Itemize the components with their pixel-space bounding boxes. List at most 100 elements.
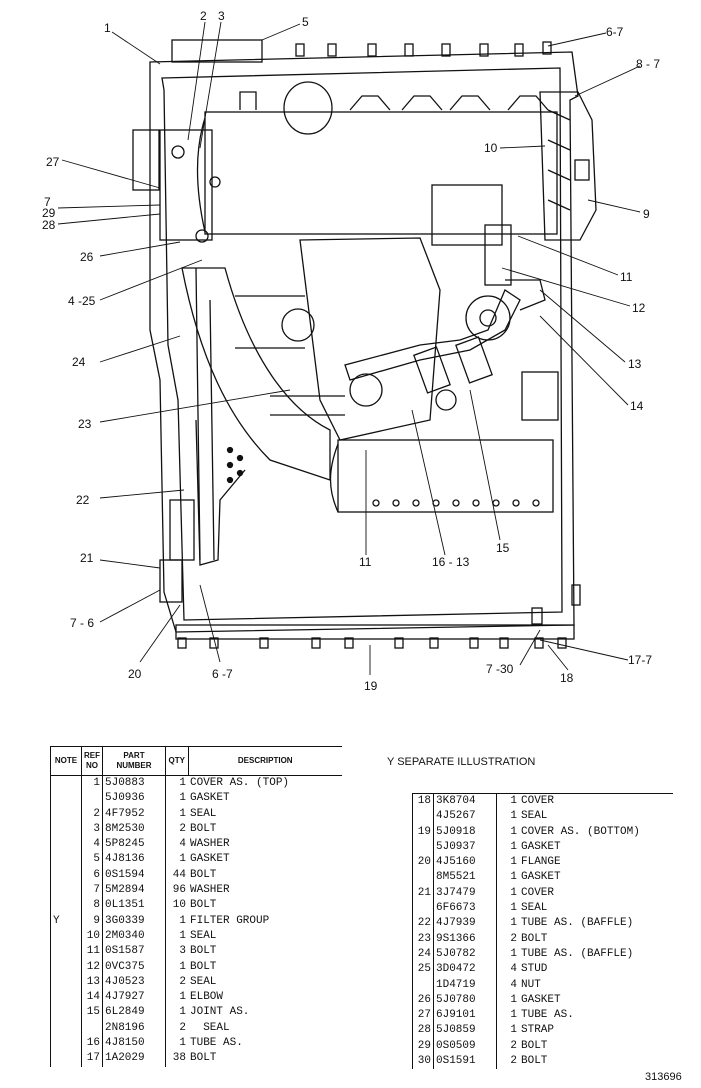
cell-desc: BOLT	[190, 960, 217, 973]
cell-qty: 3	[179, 945, 186, 958]
housing-outline	[149, 51, 579, 633]
cell-qty: 1	[179, 792, 186, 805]
cell-note	[50, 806, 82, 822]
cell-part: 2N8196	[102, 1020, 166, 1037]
cell-ref: 9	[81, 913, 103, 929]
cell-note	[50, 1051, 82, 1067]
cell-qty: 1	[510, 917, 517, 930]
cell-note	[50, 883, 82, 899]
cell-part: 8M5521	[433, 870, 497, 886]
cell-ref: 17	[81, 1051, 103, 1067]
perforated-tube	[337, 439, 554, 513]
callout-14: 14	[630, 399, 644, 413]
callout-9: 9	[643, 207, 650, 221]
cell-desc: COVER AS. (BOTTOM)	[521, 825, 640, 838]
cell-part: 4J8150	[102, 1036, 166, 1052]
cell-qty: 44	[172, 868, 186, 881]
cell-desc: SEAL	[521, 902, 548, 915]
callout-11-bottom: 11	[359, 555, 372, 569]
cell-qty: 1	[179, 853, 186, 866]
center-manifold	[299, 237, 441, 441]
callout-27: 27	[46, 155, 60, 169]
cell-desc: GASKET	[190, 853, 230, 866]
cell-qty: 2	[179, 822, 186, 835]
cell-part: 5J0780	[433, 992, 497, 1009]
cell-ref	[412, 901, 434, 917]
cell-desc: BOLT	[521, 1055, 548, 1068]
header-ref: REF NO	[81, 746, 103, 776]
cell-desc: GASKET	[521, 840, 561, 853]
cell-ref: 15	[81, 1005, 103, 1021]
cell-qty: 1	[179, 914, 186, 927]
callout-20: 20	[128, 667, 142, 681]
cell-qty: 1	[510, 871, 517, 884]
cell-qty: 1	[179, 1006, 186, 1019]
cell-part: 4J8136	[102, 852, 166, 868]
callout-19: 19	[364, 679, 378, 693]
callout-5: 5	[302, 15, 309, 29]
cell-part: 0S1587	[102, 944, 166, 960]
cell-qty: 1	[510, 886, 517, 899]
cell-part: 2M0340	[102, 928, 166, 945]
callout-17-7: 17-7	[628, 653, 652, 667]
cell-note	[50, 959, 82, 975]
cell-qty: 2	[179, 975, 186, 988]
header-part: PART NUMBER	[102, 746, 166, 776]
callout-6-7-bottom: 6 -7	[212, 667, 233, 681]
cell-desc: TUBE AS. (BAFFLE)	[521, 917, 634, 930]
cell-desc: COVER	[521, 886, 555, 899]
cell-desc: GASKET	[521, 871, 561, 884]
cell-ref: 29	[412, 1038, 434, 1055]
cell-note	[50, 898, 82, 914]
cell-ref: 13	[81, 974, 103, 991]
cell-part: 0S1591	[433, 1054, 497, 1070]
cell-ref: 2	[81, 806, 103, 822]
cell-part: 4F7952	[102, 806, 166, 822]
cell-qty: 1	[510, 1009, 517, 1022]
cell-desc: SEAL	[190, 929, 217, 942]
bottom-bolts	[177, 637, 567, 649]
cell-desc: GASKET	[521, 993, 561, 1006]
cell-ref: 16	[81, 1036, 103, 1052]
cell-ref	[412, 870, 434, 886]
cell-ref	[412, 839, 434, 856]
leader-lines	[57, 21, 641, 675]
cell-qty: 1	[510, 993, 517, 1006]
cell-part: 4J7939	[433, 916, 497, 932]
cell-part: 5J0883	[102, 775, 166, 792]
cell-desc: COVER AS. (TOP)	[190, 777, 290, 789]
cell-qty: 4	[510, 978, 517, 991]
cell-desc: TUBE AS. (BAFFLE)	[521, 947, 634, 960]
cell-note	[50, 928, 82, 945]
cell-ref: 5	[81, 852, 103, 868]
cell-ref: 6	[81, 867, 103, 884]
header-note: NOTE	[50, 746, 82, 776]
cell-qty: 1	[510, 947, 517, 960]
parts-table-left: NOTE REF NO PART NUMBER QTY DESCRIPTION …	[50, 746, 342, 1067]
cell-part: 4J0523	[102, 974, 166, 991]
cell-desc: BOLT	[190, 822, 217, 835]
cell-ref	[412, 809, 434, 825]
cell-desc: WASHER	[190, 838, 230, 851]
filter-group	[539, 91, 597, 241]
callout-22: 22	[76, 493, 90, 507]
cell-qty: 1	[510, 810, 517, 823]
cell-part: 0VC375	[102, 959, 166, 975]
cell-part: 3J7479	[433, 885, 497, 902]
cell-ref: 28	[412, 1023, 434, 1039]
cell-desc: SEAL	[190, 1021, 230, 1034]
callout-7: 7	[44, 195, 51, 209]
cell-desc: ELBOW	[190, 991, 224, 1004]
cell-desc: COVER	[521, 795, 555, 807]
cell-part: 4J7927	[102, 990, 166, 1006]
cell-note	[50, 837, 82, 853]
cell-qty: 1	[179, 777, 186, 789]
